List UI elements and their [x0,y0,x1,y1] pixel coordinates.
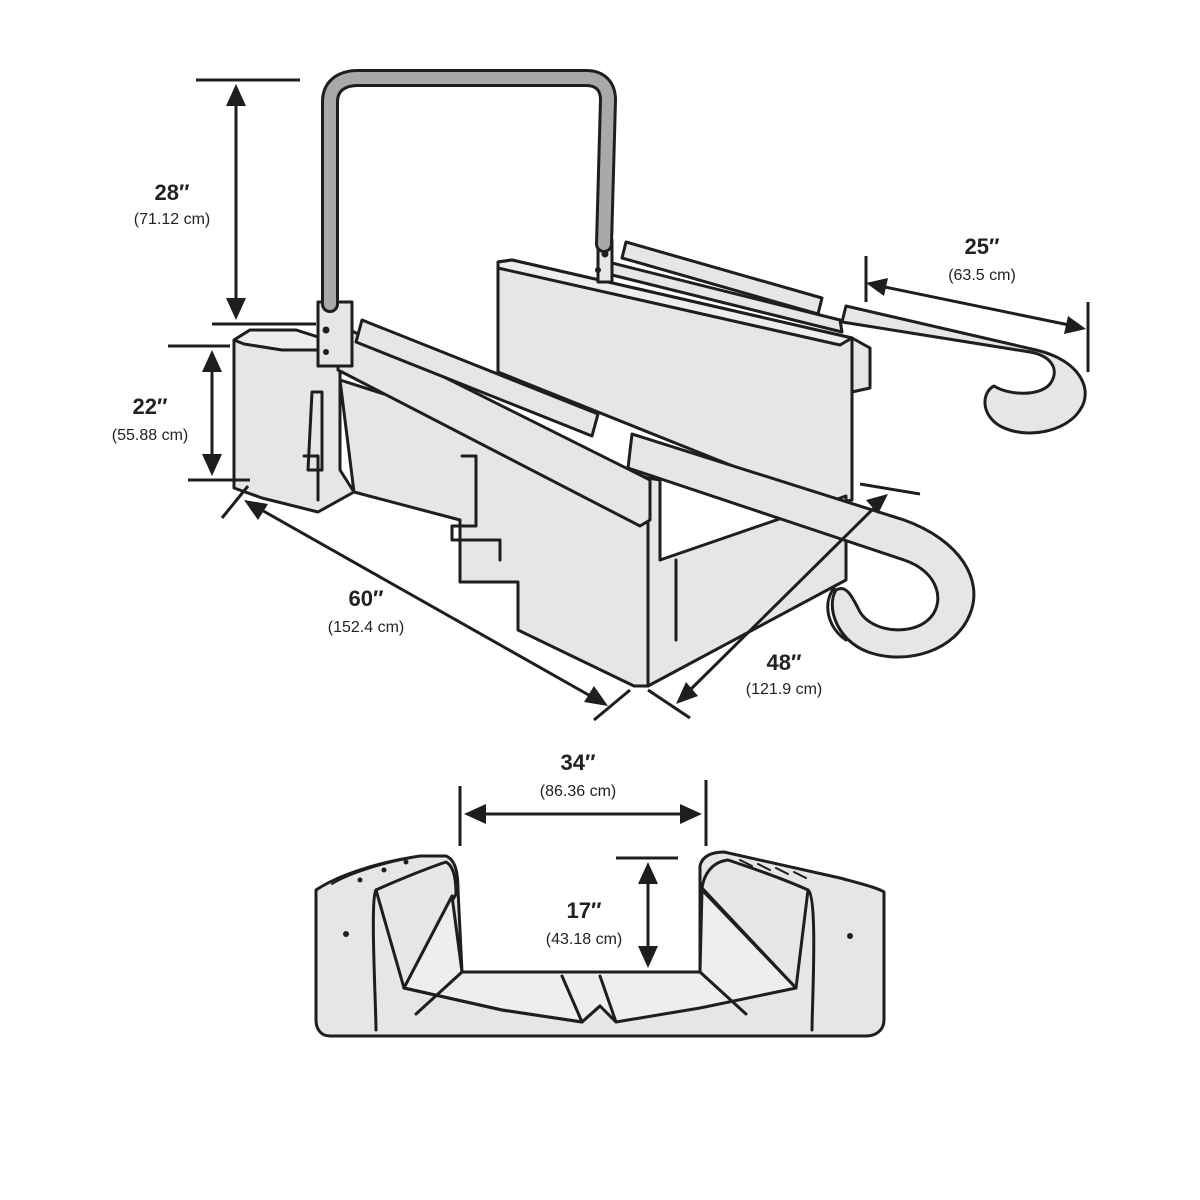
dimension-34-inner-width: 34″ (86.36 cm) [458,750,708,846]
dim-25-metric: (63.5 cm) [948,267,1016,284]
dim-28-imperial: 28″ [154,180,189,205]
dim-22-metric: (55.88 cm) [112,427,188,444]
dim-34-imperial: 34″ [560,750,595,775]
dimension-22-height: 22″ (55.88 cm) [112,344,250,482]
dimension-48-width: 48″ (121.9 cm) [647,482,921,720]
dim-28-metric: (71.12 cm) [134,211,210,228]
dim-17-metric: (43.18 cm) [546,931,622,948]
dimension-28-height: 28″ (71.12 cm) [134,78,316,326]
end-view: 34″ (86.36 cm) 17″ (43.18 cm) [314,750,886,1038]
far-handle [840,304,1087,435]
dim-60-imperial: 60″ [348,586,383,611]
dim-25-imperial: 25″ [964,234,999,259]
near-rail [316,300,652,528]
dimension-17-inner-height: 17″ (43.18 cm) [546,856,678,974]
far-side-wall [496,258,872,507]
dim-17-imperial: 17″ [566,898,601,923]
isometric-view: 28″ (71.12 cm) 22″ (55.88 cm) 60″ (152.4… [112,69,1090,722]
dim-34-metric: (86.36 cm) [540,783,616,800]
dim-22-imperial: 22″ [132,394,167,419]
dim-48-imperial: 48″ [766,650,801,675]
dimension-60-length: 60″ (152.4 cm) [220,485,631,722]
dim-60-metric: (152.4 cm) [328,619,404,636]
near-handle [626,432,976,659]
dim-48-metric: (121.9 cm) [746,681,822,698]
far-rail [595,238,844,334]
grab-bar [321,69,617,313]
dimension-25-extension: 25″ (63.5 cm) [864,234,1090,372]
